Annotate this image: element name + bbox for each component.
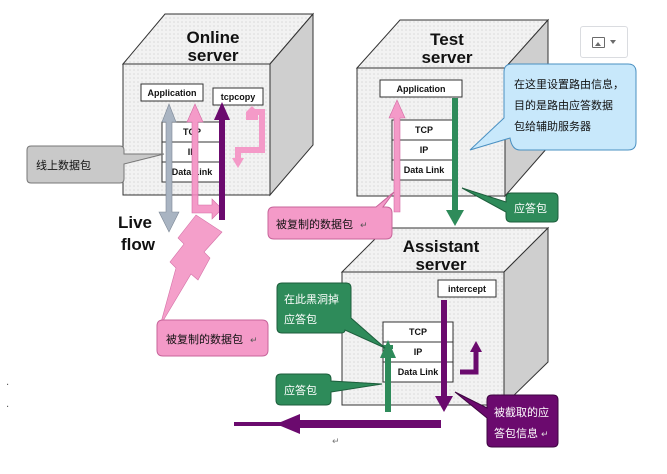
paragraph-mark: ↵	[250, 336, 258, 346]
test-server-title: Test	[430, 30, 464, 49]
online-server-title: Online	[187, 28, 240, 47]
online-copy-arrow-right	[191, 194, 223, 220]
assistant-server-title: Assistant	[403, 237, 480, 256]
assistant-response-arrow	[380, 340, 396, 412]
intercept-up-elbow	[460, 341, 482, 375]
response-packet-test-text: 应答包	[514, 201, 547, 215]
test-ip-label: IP	[420, 145, 429, 155]
return-to-online-arrow	[234, 414, 441, 434]
response-packet-assistant-callout: 应答包	[275, 373, 383, 406]
route-info-line1: 在这里设置路由信息，	[514, 77, 624, 91]
paragraph-mark: ↵	[332, 437, 340, 447]
tcpcopy-box	[212, 87, 264, 106]
copied-packet-arrow	[159, 214, 223, 327]
tcpcopy-label: tcpcopy	[221, 92, 256, 102]
assistant-ip-label: IP	[414, 347, 423, 357]
edge-mark: ·	[6, 402, 9, 413]
image-icon	[592, 36, 605, 48]
intercept-down-arrow	[435, 300, 453, 412]
blackhole-line1: 在此黑洞掉	[284, 292, 339, 306]
copied-packet-online-text: 被复制的数据包	[166, 332, 243, 346]
image-options-button[interactable]	[580, 26, 628, 58]
test-copy-arrow	[388, 99, 406, 213]
online-server: Online server Application tcpcopy TCP IP…	[121, 12, 315, 197]
online-application-box	[140, 83, 204, 102]
intercept-box	[437, 279, 497, 298]
edge-mark: ·	[6, 380, 9, 391]
online-packet-callout: 线上数据包	[26, 145, 165, 184]
assistant-server-subtitle: server	[415, 255, 466, 274]
blackhole-callout: 在此黑洞掉 应答包	[276, 282, 386, 349]
route-info-line3: 包给辅助服务器	[514, 119, 591, 133]
response-packet-test-callout: 应答包	[461, 187, 559, 223]
tcpcopy-loop-arrow	[232, 106, 265, 168]
intercepted-line2: 答包信息	[494, 426, 538, 440]
intercept-label: intercept	[448, 284, 486, 294]
copied-packet-test-callout: 被复制的数据包 ↵	[267, 191, 395, 240]
chevron-down-icon	[610, 40, 616, 44]
test-server-subtitle: server	[421, 48, 472, 67]
online-packet-text: 线上数据包	[36, 158, 91, 172]
assistant-datalink-label: Data Link	[398, 367, 440, 377]
route-info-line2: 目的是路由应答数据	[514, 98, 613, 112]
test-response-arrow	[446, 98, 464, 226]
copied-packet-test-text: 被复制的数据包	[276, 217, 353, 231]
paragraph-mark: ↵	[360, 221, 368, 231]
copied-packet-online-callout: 被复制的数据包 ↵	[156, 319, 269, 357]
intercepted-line1: 被截取的应	[494, 405, 549, 419]
assistant-tcp-label: TCP	[409, 327, 427, 337]
test-application-label: Application	[397, 84, 446, 94]
paragraph-mark: ↵	[541, 430, 549, 440]
live-flow-arrow	[158, 103, 180, 233]
route-info-callout: 在这里设置路由信息， 目的是路由应答数据 包给辅助服务器	[469, 63, 637, 151]
test-stack	[391, 119, 457, 181]
intercepted-callout: 被截取的应 答包信息 ↵	[454, 391, 559, 448]
tcpcopy-out-arrow	[214, 102, 230, 220]
response-packet-assistant-text: 应答包	[284, 383, 317, 397]
assistant-server: Assistant server intercept TCP IP Data L…	[340, 226, 550, 407]
online-server-subtitle: server	[187, 46, 238, 65]
online-application-label: Application	[148, 88, 197, 98]
test-tcp-label: TCP	[415, 125, 433, 135]
live-flow-label-2: flow	[121, 235, 156, 254]
test-datalink-label: Data Link	[404, 165, 446, 175]
blackhole-line2: 应答包	[284, 312, 317, 326]
live-flow-label-1: Live	[118, 213, 152, 232]
test-application-box	[379, 79, 463, 98]
